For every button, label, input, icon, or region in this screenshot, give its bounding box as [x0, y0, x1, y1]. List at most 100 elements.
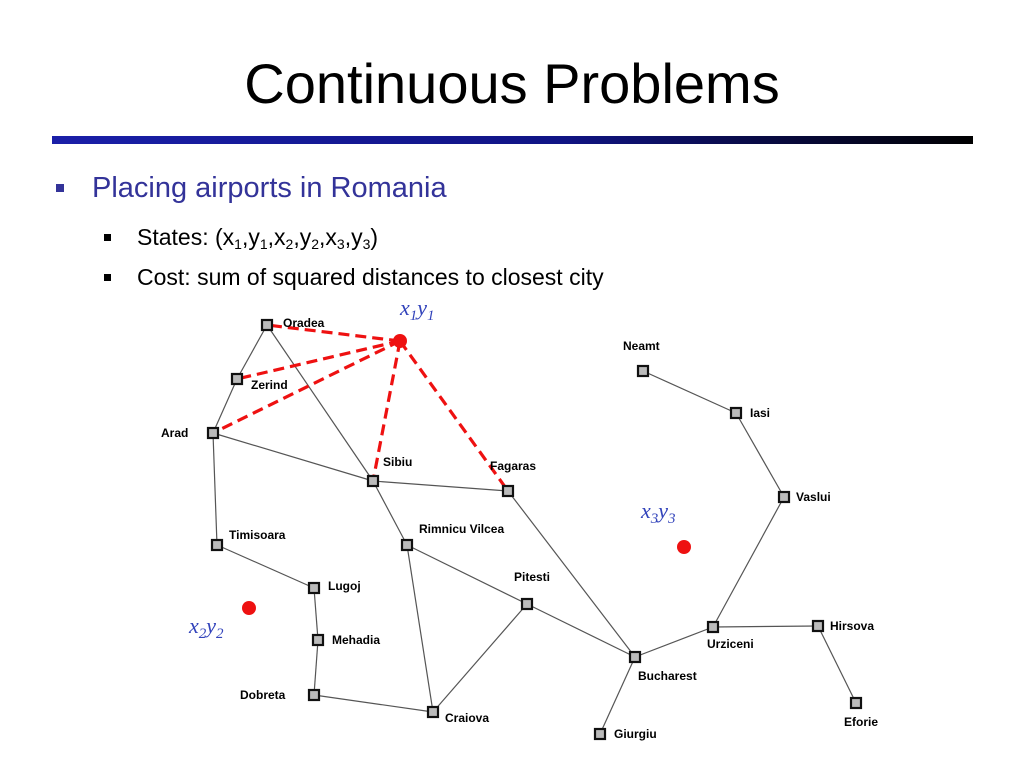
city-node-iasi — [729, 406, 743, 420]
airport-1-marker — [393, 334, 407, 348]
states-sub: 3 — [362, 236, 371, 252]
city-node-sibiu — [366, 474, 380, 488]
road-bucharest-urziceni — [634, 626, 714, 658]
road-vaslui-iasi — [735, 412, 785, 498]
city-nodes: OradeaZerindAradTimisoaraLugojMehadiaDob… — [161, 316, 878, 741]
square-bullet-icon — [104, 234, 111, 241]
city-node-fagaras — [501, 484, 515, 498]
square-bullet-icon — [104, 274, 111, 281]
city-node-eforie — [849, 696, 863, 710]
city-label-zerind: Zerind — [251, 378, 288, 392]
city-label-pitesti: Pitesti — [514, 570, 550, 584]
road-lugoj-mehadia — [313, 587, 319, 641]
city-label-fagaras: Fagaras — [490, 459, 536, 473]
states-sub: 1 — [259, 236, 268, 252]
city-node-pitesti — [520, 597, 534, 611]
road-pitesti-bucharest — [526, 603, 636, 658]
square-bullet-icon — [56, 184, 64, 192]
city-node-craiova — [426, 705, 440, 719]
road-hirsova-eforie — [817, 625, 857, 704]
city-node-hirsova — [811, 619, 825, 633]
city-node-timisoara — [210, 538, 224, 552]
airport-markers: x1y1 x2y2 x3y3 — [188, 295, 691, 642]
city-label-lugoj: Lugoj — [328, 579, 361, 593]
city-node-lugoj — [307, 581, 321, 595]
road-zerind-arad — [212, 378, 238, 434]
airport-3-marker — [677, 540, 691, 554]
roads-layer — [212, 324, 857, 735]
road-rimnicu-craiova — [406, 544, 434, 713]
assignment-line-fagaras — [398, 340, 510, 492]
states-part: ,y — [293, 224, 312, 250]
states-sub: 2 — [285, 236, 294, 252]
states-sub: 3 — [336, 236, 345, 252]
road-arad-timisoara — [212, 432, 218, 546]
airport-1-label: x1y1 — [399, 295, 435, 324]
assignment-line-oradea — [266, 323, 401, 343]
road-pitesti-craiova — [432, 603, 528, 713]
city-node-dobreta — [307, 688, 321, 702]
road-oradea-sibiu — [266, 324, 374, 482]
city-node-vaslui — [777, 490, 791, 504]
airport-2-marker — [242, 601, 256, 615]
road-mehadia-dobreta — [313, 639, 319, 696]
city-label-craiova: Craiova — [445, 711, 489, 725]
city-label-hirsova: Hirsova — [830, 619, 874, 633]
city-label-neamt: Neamt — [623, 339, 660, 353]
road-timisoara-lugoj — [216, 544, 315, 589]
road-sibiu-fagaras — [372, 480, 509, 492]
airport-assignment-lines — [212, 323, 510, 492]
city-node-bucharest — [628, 650, 642, 664]
road-arad-sibiu — [212, 432, 374, 482]
assignment-line-sibiu — [371, 340, 402, 482]
assignment-line-zerind — [236, 339, 401, 381]
city-label-urziceni: Urziceni — [707, 637, 754, 651]
states-part: ,x — [267, 224, 286, 250]
bullet-cost-text: Cost: sum of squared distances to closes… — [137, 264, 604, 290]
states-part: ,y — [344, 224, 363, 250]
road-fagaras-bucharest — [507, 490, 636, 658]
states-part: x — [222, 224, 235, 250]
city-label-timisoara: Timisoara — [229, 528, 286, 542]
road-urziceni-hirsova — [712, 625, 819, 628]
states-prefix: States: ( — [137, 224, 223, 250]
road-sibiu-rimnicu — [372, 480, 408, 546]
city-label-giurgiu: Giurgiu — [614, 727, 657, 741]
city-node-urziceni — [706, 620, 720, 634]
states-part: ,x — [319, 224, 337, 250]
city-node-arad — [206, 426, 220, 440]
city-node-neamt — [636, 364, 650, 378]
city-label-arad: Arad — [161, 426, 188, 440]
city-label-bucharest: Bucharest — [638, 669, 697, 683]
city-label-iasi: Iasi — [750, 406, 770, 420]
city-node-oradea — [260, 318, 274, 332]
city-label-vaslui: Vaslui — [796, 490, 831, 504]
title-divider — [52, 136, 973, 144]
assignment-line-arad — [212, 339, 401, 435]
states-sub: 2 — [311, 236, 320, 252]
bullet-states-text: States: (x1,y1,x2,y2,x3,y3) — [137, 224, 378, 252]
city-label-sibiu: Sibiu — [383, 455, 412, 469]
states-suffix: ) — [370, 224, 379, 250]
city-label-mehadia: Mehadia — [332, 633, 380, 647]
states-part: ,y — [241, 224, 260, 250]
airport-3-label: x3y3 — [640, 498, 676, 527]
city-label-eforie: Eforie — [844, 715, 878, 729]
city-node-giurgiu — [593, 727, 607, 741]
road-bucharest-giurgiu — [599, 656, 636, 735]
road-oradea-zerind — [236, 324, 268, 380]
road-rimnicu-pitesti — [406, 544, 528, 605]
city-label-dobreta: Dobreta — [240, 688, 286, 702]
city-label-oradea: Oradea — [283, 316, 325, 330]
slide-title: Continuous Problems — [244, 52, 780, 115]
road-iasi-neamt — [642, 370, 737, 414]
city-node-zerind — [230, 372, 244, 386]
airport-2-label: x2y2 — [188, 613, 224, 642]
city-label-rimnicu: Rimnicu Vilcea — [419, 522, 504, 536]
road-urziceni-vaslui — [712, 496, 785, 628]
city-node-rimnicu — [400, 538, 414, 552]
states-sub: 1 — [234, 236, 242, 252]
bullet-level1-text: Placing airports in Romania — [92, 172, 447, 204]
road-dobreta-craiova — [313, 694, 434, 713]
